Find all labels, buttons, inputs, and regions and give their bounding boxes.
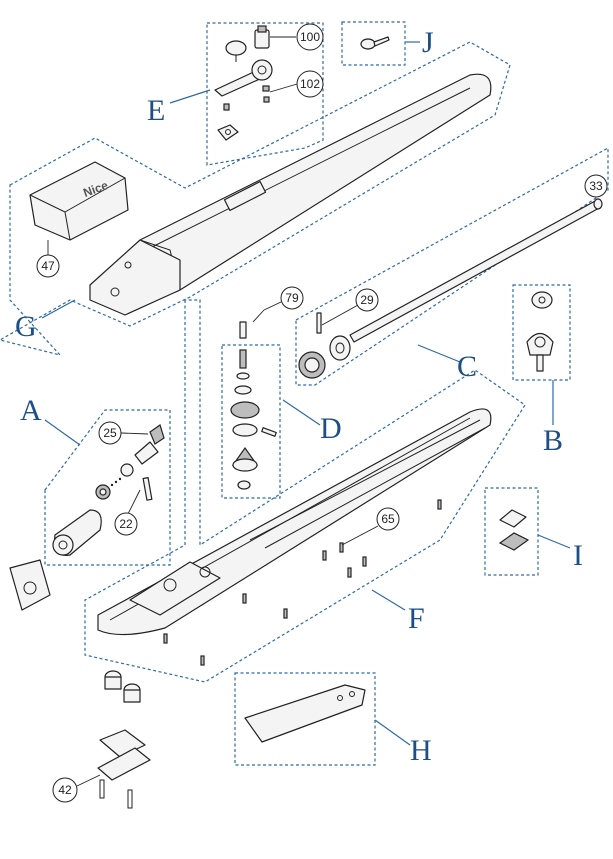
callout-33 — [584, 174, 608, 198]
group-letter-f: F — [408, 602, 425, 635]
callout-47-label: 47 — [41, 259, 55, 273]
callout-102 — [296, 70, 324, 98]
group-c-outline — [295, 146, 609, 386]
callout-47 — [36, 254, 60, 278]
callout-22-label: 22 — [119, 517, 133, 531]
callout-25 — [98, 421, 122, 445]
group-f-outline — [84, 299, 526, 683]
group-h-outline — [234, 672, 376, 766]
screws — [163, 499, 442, 666]
group-letter-a: A — [20, 394, 42, 427]
base-housing — [97, 408, 492, 636]
group-letter-b: B — [543, 424, 563, 457]
group-d-outline — [221, 344, 281, 499]
group-i-outline — [484, 487, 539, 576]
terminal-block-42 — [97, 729, 151, 809]
group-letter-g: G — [15, 310, 37, 343]
group-letter-c: C — [457, 350, 477, 383]
group-g-outline — [0, 41, 511, 357]
release-knob — [526, 291, 554, 372]
group-e-outline — [206, 22, 324, 166]
callout-22 — [114, 512, 138, 536]
cable-glands — [104, 670, 141, 703]
drive-shaft — [298, 198, 603, 379]
group-letter-i: I — [573, 539, 583, 572]
stop-pads — [498, 509, 530, 551]
callout-79-label: 79 — [285, 291, 299, 305]
group-letter-h: H — [410, 734, 432, 767]
callout-42 — [52, 777, 78, 803]
group-a-outline — [44, 409, 171, 566]
top-housing — [89, 73, 492, 316]
callout-65 — [376, 507, 400, 531]
gear-stack — [230, 321, 277, 490]
group-letter-j: J — [422, 26, 434, 59]
group-letter-e: E — [147, 94, 165, 127]
callout-29 — [355, 288, 379, 312]
group-letter-d: D — [320, 412, 342, 445]
callout-25-label: 25 — [103, 426, 117, 440]
callout-102-label: 102 — [300, 77, 320, 91]
callout-100 — [296, 23, 324, 51]
callout-42-label: 42 — [58, 783, 72, 797]
callout-33-label: 33 — [589, 179, 603, 193]
callout-65-label: 65 — [381, 512, 395, 526]
callout-79 — [280, 286, 304, 310]
group-j-outline — [341, 21, 406, 66]
cover-47: Nice — [29, 161, 129, 241]
callout-29-label: 29 — [360, 293, 374, 307]
key-part — [360, 36, 390, 50]
release-lever-parts — [214, 25, 273, 141]
mounting-plate — [9, 559, 51, 611]
motor-assembly — [52, 424, 165, 556]
bracket-plate — [244, 684, 366, 743]
callout-100-label: 100 — [300, 30, 320, 44]
